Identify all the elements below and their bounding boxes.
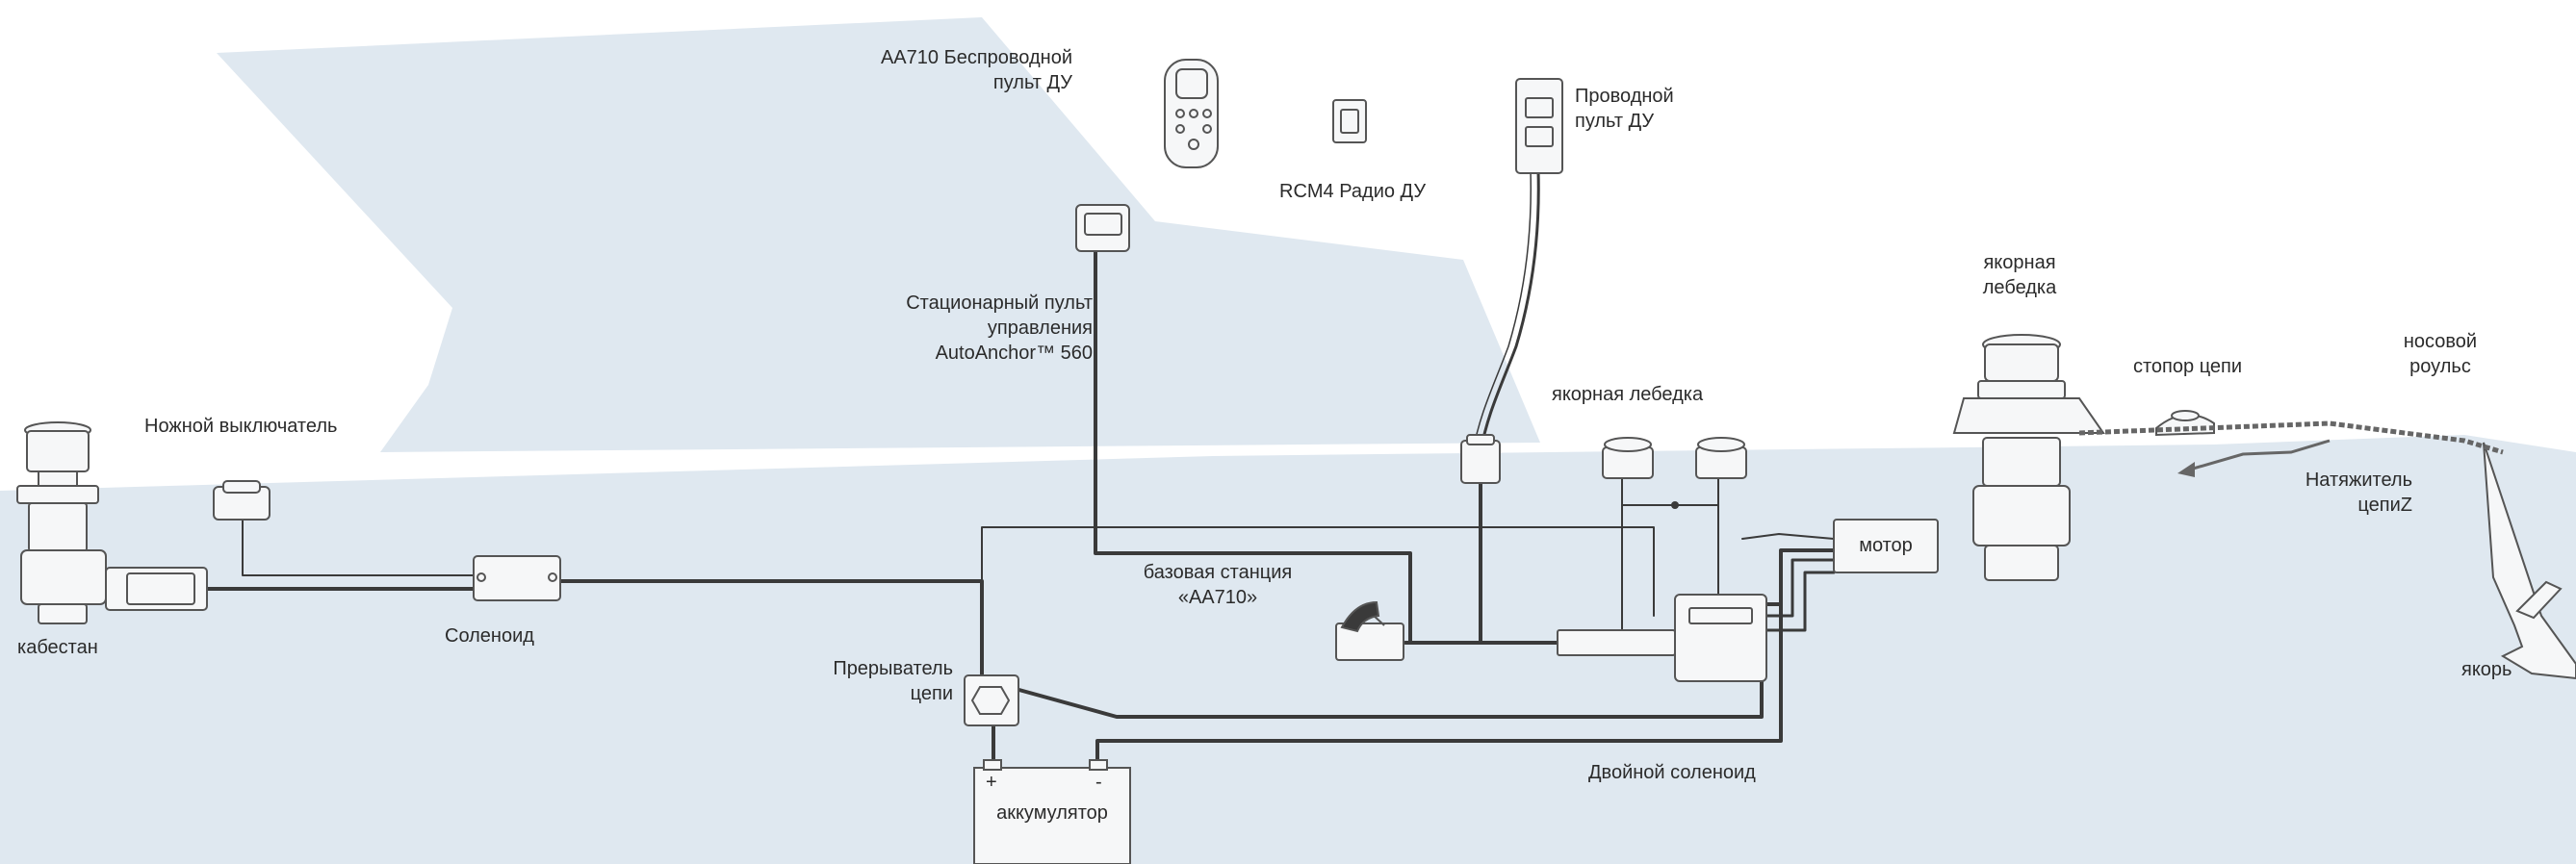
label-motor: мотор [1859, 535, 1913, 556]
antenna-icon [1340, 600, 1380, 633]
label-anchor: якорь [2461, 659, 2512, 680]
wire-battery-motor [1095, 548, 1836, 770]
label-windlass-switches: якорная лебедка [1552, 384, 1704, 405]
label-solenoid: Соленоид [445, 625, 534, 647]
autoanchor-panel-icon [1075, 204, 1130, 252]
rcm4-radio-icon [1332, 99, 1367, 143]
capstan-icon [16, 421, 208, 624]
label-chain-tensioner-line1: Натяжитель [2305, 470, 2412, 491]
label-windlass-top-line2: лебедка [1982, 277, 2057, 298]
motor-icon [1833, 519, 1939, 573]
label-bow-roller-line2: роульс [2409, 356, 2471, 377]
label-stationary-panel-line3: AutoAnchor™ 560 [935, 343, 1093, 364]
remote-coiled-cord-2 [1472, 170, 1532, 453]
label-stationary-panel: Стационарный пульт управления AutoAnchor… [906, 291, 1093, 366]
cabin-shape [217, 17, 1540, 452]
wired-remote-icon [1515, 78, 1563, 174]
label-wireless-remote: AA710 Беспроводной пульт ДУ [881, 45, 1072, 95]
label-chain-stopper: стопор цепи [2133, 356, 2243, 377]
label-windlass-top: якорная лебедка [1971, 250, 2068, 300]
components [16, 59, 2576, 864]
label-bow-roller: носовой роульс [2387, 329, 2493, 379]
label-stationary-panel-line2: управления [987, 318, 1093, 339]
wire-stationary-panel [1094, 246, 1412, 645]
anchor-chain [2078, 420, 2504, 455]
wire-solenoid-motor-1 [1765, 558, 1836, 618]
remote-coiled-cord [1479, 170, 1540, 453]
chain-tensioner-icon [2182, 439, 2331, 473]
wire-motor-tail [1741, 533, 1835, 540]
label-foot-switch: Ножной выключатель [144, 416, 338, 437]
label-wired-remote-line1: Проводной [1575, 86, 1674, 107]
wiring [205, 246, 1836, 770]
label-base-station-line1: базовая станция [1143, 562, 1293, 583]
label-battery: аккумулятор [996, 802, 1108, 824]
foot-switch-icon [213, 480, 270, 521]
label-circuit-breaker-line1: Прерыватель [833, 658, 953, 679]
wire-control-loop [981, 526, 1655, 674]
label-base-station: базовая станция «АА710» [1097, 560, 1338, 610]
wire-junction-dot [1671, 501, 1679, 509]
windlass-switch-icon-1 [1602, 437, 1654, 479]
label-wired-remote: Проводной пульт ДУ [1575, 84, 1674, 134]
battery-icon [973, 759, 1131, 864]
label-chain-tensioner-line2: цепиZ [2357, 495, 2412, 516]
wire-foot-switch [242, 517, 475, 576]
label-bow-roller-line1: носовой [2403, 331, 2478, 352]
label-dual-solenoid: Двойной соленоид [1588, 762, 1756, 783]
label-stationary-panel-line1: Стационарный пульт [906, 292, 1093, 314]
tensioner-arrow-icon [2177, 462, 2195, 477]
label-base-station-line2: «АА710» [1177, 587, 1258, 608]
label-circuit-breaker-line2: цепи [910, 683, 953, 704]
wire-solenoid-motor-2 [1765, 571, 1836, 632]
windlass-switch-icon-2 [1695, 437, 1747, 479]
label-circuit-breaker: Прерыватель цепи [833, 656, 953, 706]
windlass-icon [1952, 334, 2105, 581]
circuit-breaker-icon [964, 674, 1019, 726]
label-battery-minus: - [1095, 772, 1102, 793]
label-chain-tensioner: Натяжитель цепиZ [2306, 468, 2412, 518]
label-rcm4: RCM4 Радио ДУ [1279, 181, 1427, 202]
dual-solenoid-icon [1557, 594, 1767, 682]
label-wired-remote-line2: пульт ДУ [1575, 111, 1655, 132]
label-windlass-top-line1: якорная [1983, 252, 2056, 273]
remote-socket-icon [1460, 434, 1501, 484]
label-wireless-remote-line2: пульт ДУ [992, 72, 1072, 93]
label-battery-plus: + [986, 772, 997, 793]
hull-shape [0, 435, 2576, 864]
solenoid-icon [473, 555, 561, 601]
wireless-remote-icon [1164, 59, 1219, 168]
anchor-icon [2483, 442, 2576, 680]
label-capstan: кабестан [17, 637, 98, 658]
label-wireless-remote-line1: AA710 Беспроводной [880, 47, 1072, 68]
